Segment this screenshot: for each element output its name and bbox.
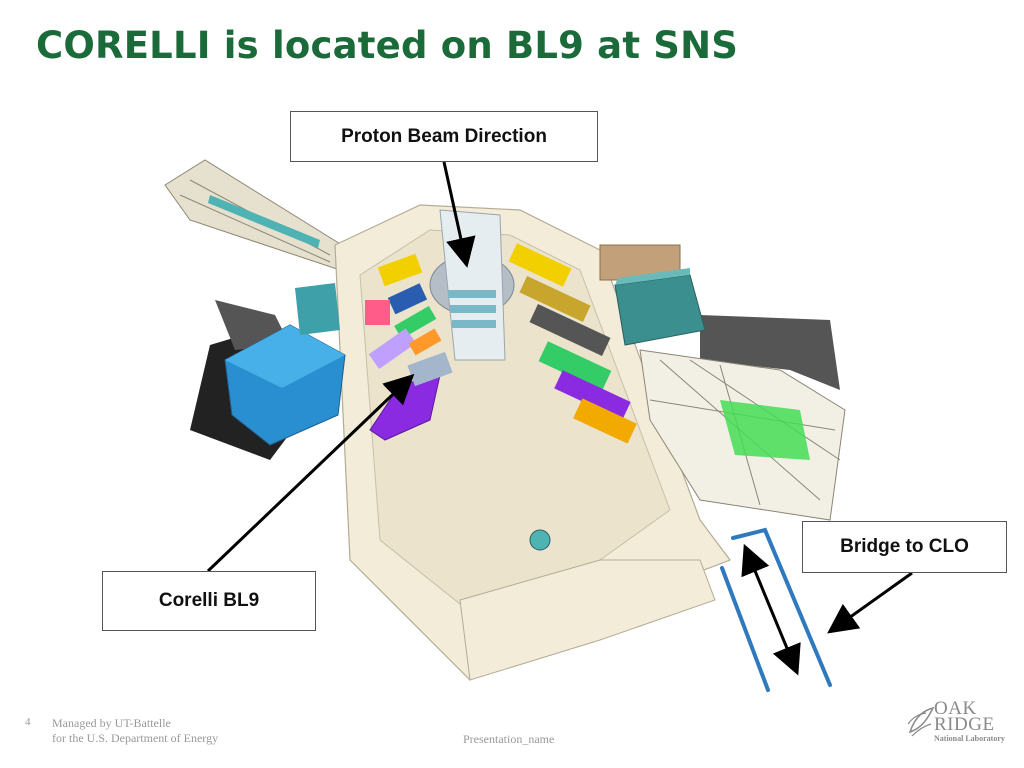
slide-title: CORELLI is located on BL9 at SNS — [36, 24, 739, 67]
bridge-span-double-arrow — [741, 543, 801, 676]
footer-management: Managed by UT-Battelle for the U.S. Depa… — [52, 716, 218, 746]
footer-line-1: Managed by UT-Battelle — [52, 716, 171, 730]
bridge-arrow — [827, 571, 913, 634]
left-instruments — [365, 253, 442, 369]
logo-lab-text: National Laboratory — [934, 734, 1005, 743]
blue-enclosure — [224, 324, 346, 446]
slide-number: 4 — [25, 716, 31, 728]
ground-shadow-right — [700, 315, 840, 390]
small-teal-box — [295, 283, 340, 335]
proton-beam-direction-label: Proton Beam Direction — [290, 111, 598, 162]
corelli-bl9-label: Corelli BL9 — [102, 571, 316, 631]
lower-wing — [459, 559, 716, 681]
logo-ridge-text: RIDGE — [934, 714, 995, 735]
corelli-beamline-highlight — [369, 351, 453, 441]
teal-building — [614, 274, 706, 346]
beamline-cyan-segment — [208, 195, 320, 248]
presentation-name: Presentation_name — [463, 732, 555, 746]
ornl-logo: OAK RIDGE National Laboratory — [906, 698, 1006, 748]
leaf-emblem-icon — [907, 706, 935, 737]
green-instrument-hall — [720, 400, 810, 460]
right-instruments — [508, 243, 681, 444]
corelli-arrow — [206, 373, 415, 573]
lower-feature — [529, 529, 551, 551]
bridge-to-clo-label: Bridge to CLO — [802, 521, 1007, 573]
logo-oak-text: OAK — [934, 698, 977, 719]
proton-beam-arrow — [442, 161, 476, 268]
footer-line-2: for the U.S. Department of Energy — [52, 731, 219, 745]
